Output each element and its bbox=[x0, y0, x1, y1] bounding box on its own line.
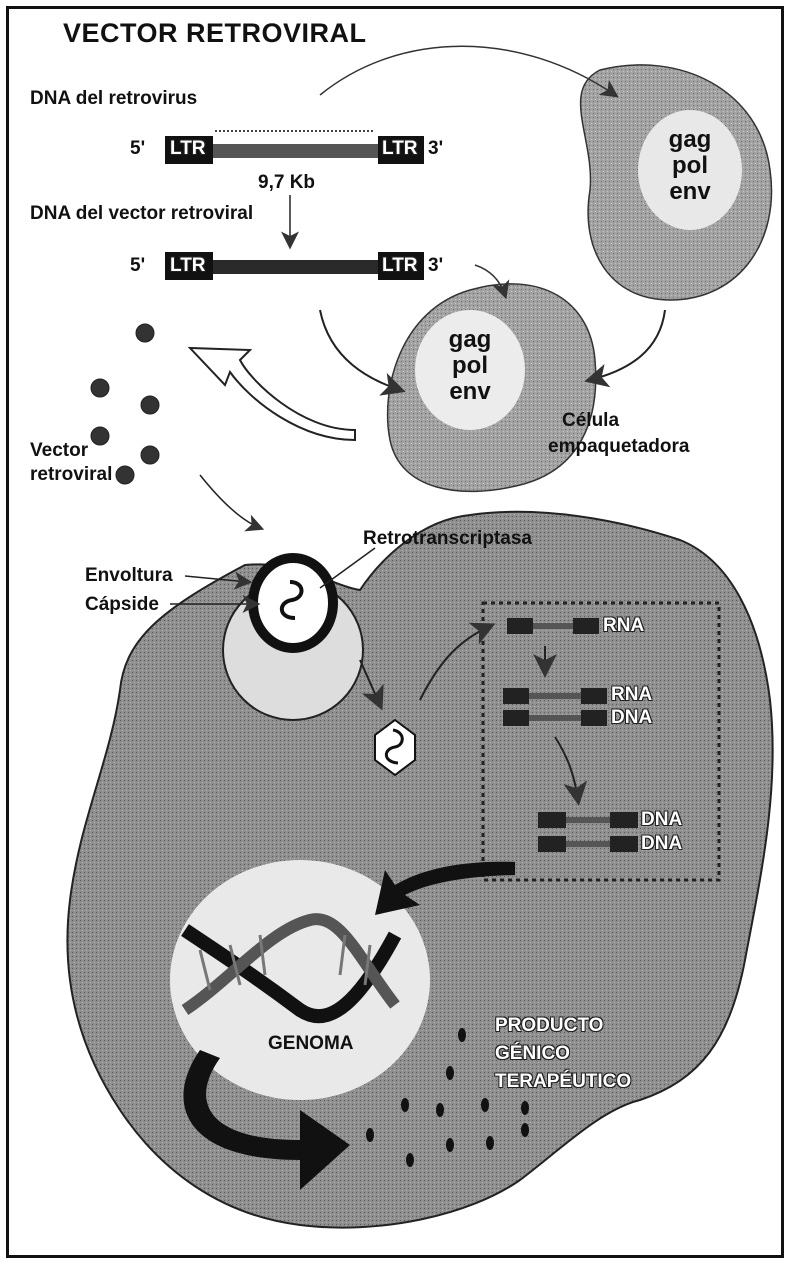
product-label-3: TERAPÉUTICO bbox=[495, 1071, 631, 1093]
helper-gene-pol: pol bbox=[660, 154, 720, 178]
packaging-cell-label-1: Célula bbox=[562, 410, 619, 432]
vector-ltr-right: LTR bbox=[382, 255, 418, 277]
product-label-2: GÉNICO bbox=[495, 1043, 570, 1065]
release-arrow bbox=[190, 348, 355, 440]
helper-gene-gag: gag bbox=[660, 128, 720, 152]
vector-5prime: 5' bbox=[130, 255, 145, 277]
packaging-gene-pol: pol bbox=[440, 354, 500, 378]
vector-label-1: Vector bbox=[30, 440, 88, 462]
hybrid-rna-label: RNA bbox=[611, 684, 652, 706]
envelope-label: Envoltura bbox=[85, 565, 173, 587]
packaging-cell-label-2: empaquetadora bbox=[548, 436, 689, 458]
vector-ltr-left: LTR bbox=[170, 255, 206, 277]
genome-label: GENOMA bbox=[268, 1033, 354, 1055]
ds-dna-label-top: DNA bbox=[641, 809, 682, 831]
capsid-label: Cápside bbox=[85, 594, 159, 616]
retrovirus-3prime: 3' bbox=[428, 138, 443, 160]
retrovirus-5prime: 5' bbox=[130, 138, 145, 160]
retrovirus-ltr-left: LTR bbox=[170, 138, 206, 160]
arrow-left-to-pack bbox=[320, 310, 400, 390]
free-vectors bbox=[91, 324, 159, 484]
retrovirus-size: 9,7 Kb bbox=[258, 172, 315, 194]
vector-dna-label: DNA del vector retroviral bbox=[30, 203, 253, 225]
arrow-helper-to-pack bbox=[590, 310, 665, 380]
helper-gene-env: env bbox=[660, 180, 720, 204]
reverse-transcriptase-label: Retrotranscriptasa bbox=[363, 528, 532, 550]
product-label-1: PRODUCTO bbox=[495, 1015, 603, 1037]
retrovirus-ltr-right: LTR bbox=[382, 138, 418, 160]
host-cell bbox=[67, 512, 772, 1228]
packaging-gene-gag: gag bbox=[440, 328, 500, 352]
packaging-gene-env: env bbox=[440, 380, 500, 404]
retrovirus-dna-label: DNA del retrovirus bbox=[30, 88, 197, 110]
virion-capsid bbox=[253, 558, 333, 648]
rna-label: RNA bbox=[603, 615, 644, 637]
arrow-to-helper bbox=[320, 46, 615, 95]
hybrid-dna-label: DNA bbox=[611, 707, 652, 729]
arrow-vector-to-virion bbox=[200, 475, 260, 528]
vector-label-2: retroviral bbox=[30, 464, 112, 486]
diagram-title: VECTOR RETROVIRAL bbox=[63, 18, 367, 49]
ds-dna-label-bottom: DNA bbox=[641, 833, 682, 855]
vector-3prime: 3' bbox=[428, 255, 443, 277]
